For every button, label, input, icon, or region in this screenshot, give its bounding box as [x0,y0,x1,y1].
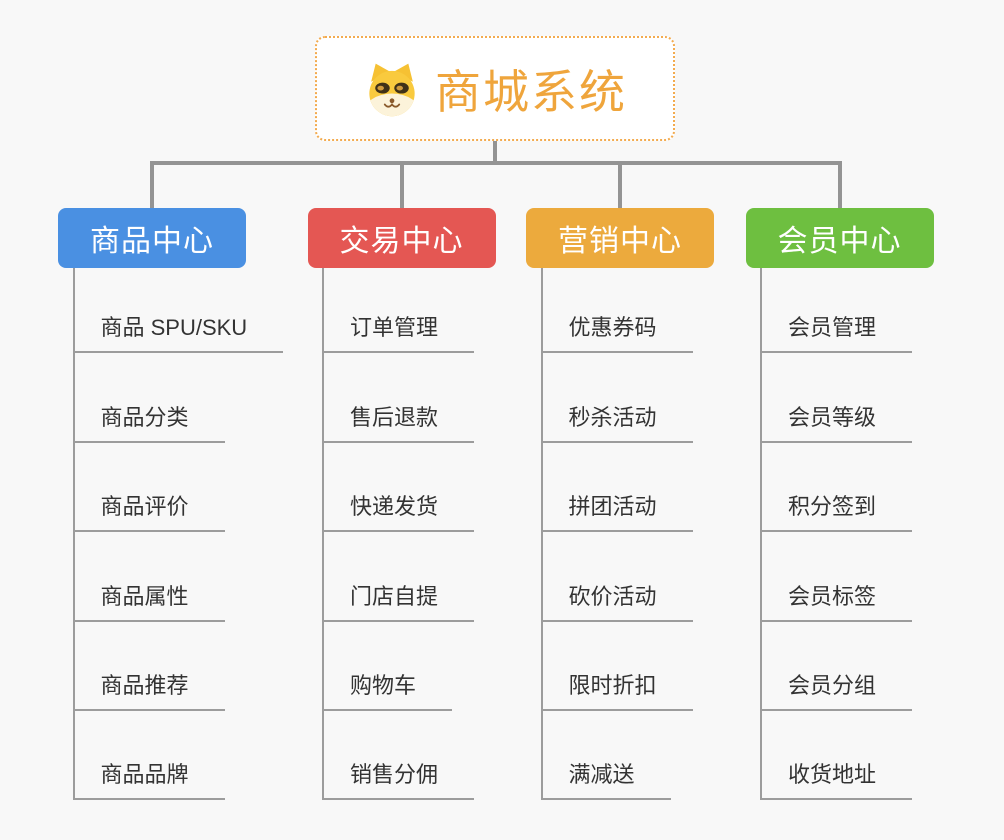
branch-item[interactable]: 优惠券码 [540,264,693,354]
branch-item[interactable]: 积分签到 [760,443,913,533]
branch-item-label: 订单管理 [322,310,475,354]
branch-item[interactable]: 商品 SPU/SKU [72,264,284,354]
branch-item[interactable]: 拼团活动 [540,443,693,533]
branch-item[interactable]: 满减送 [540,711,693,801]
branch-item-label: 商品品牌 [72,757,225,801]
branch-drop-line [399,161,404,208]
root-node[interactable]: 商城系统 [315,36,675,141]
branch-item-label: 秒杀活动 [540,400,693,443]
branch-item[interactable]: 商品推荐 [72,622,284,711]
branch-item-label: 优惠券码 [540,310,693,354]
branch-item-label: 收货地址 [760,757,913,801]
branch-item[interactable]: 会员等级 [760,353,913,443]
branch-item-label: 快递发货 [322,489,475,533]
horizontal-connector-line [150,161,842,165]
branch-item[interactable]: 会员分组 [760,622,913,711]
branch-item[interactable]: 购物车 [322,622,474,711]
branch-item-label: 商品评价 [72,489,225,533]
branch-item-label: 满减送 [540,757,671,801]
branch-item-column: 会员管理会员等级积分签到会员标签会员分组收货地址 [760,264,913,801]
branch-item[interactable]: 收货地址 [760,711,913,801]
branch-item-label: 商品推荐 [72,668,225,711]
branch-drop-line [618,161,622,208]
branch-item[interactable]: 快递发货 [322,443,475,533]
branch-box-2[interactable]: 营销中心 [526,208,714,268]
branch-spine-line [72,268,75,800]
branch-item[interactable]: 销售分佣 [322,711,475,801]
branch-item[interactable]: 会员管理 [760,264,913,354]
branch-item-label: 会员管理 [760,310,913,354]
branch-item-label: 砍价活动 [540,579,693,622]
branch-item-label: 销售分佣 [322,757,475,801]
branch-item-column: 商品 SPU/SKU 商品分类商品评价商品属性商品推荐商品品牌 [72,264,284,801]
branch-label: 商品中心 [90,225,214,258]
branch-spine-line [760,268,762,800]
branch-item[interactable]: 售后退款 [322,353,475,443]
root-stem-line [493,141,497,165]
branch-item-label: 售后退款 [322,400,475,443]
branch-item[interactable]: 商品属性 [72,532,284,622]
branch-item-label: 门店自提 [322,579,475,622]
branch-item-label: 拼团活动 [540,489,693,533]
branch-label: 交易中心 [339,225,464,258]
branch-item[interactable]: 门店自提 [322,532,475,622]
branch-drop-line [150,161,154,208]
branch-box-0[interactable]: 商品中心 [58,208,246,268]
branch-box-3[interactable]: 会员中心 [745,208,934,268]
root-title: 商城系统 [435,65,627,118]
branch-item[interactable]: 会员标签 [760,532,913,622]
branch-item-label: 会员分组 [760,668,913,711]
branch-label: 营销中心 [558,225,682,258]
branch-item[interactable]: 限时折扣 [540,622,693,711]
branch-item-label: 商品 SPU/SKU [72,310,284,354]
branch-item[interactable]: 商品品牌 [72,711,284,801]
branch-drop-line [837,161,842,208]
dog-face-icon [363,60,421,118]
branch-item[interactable]: 砍价活动 [540,532,693,622]
branch-box-1[interactable]: 交易中心 [307,208,496,268]
branch-item-column: 订单管理售后退款快递发货门店自提购物车销售分佣 [322,264,475,801]
branch-item[interactable]: 订单管理 [322,264,475,354]
branch-spine-line [540,268,543,800]
branch-item-label: 购物车 [322,668,453,711]
branch-item[interactable]: 商品评价 [72,443,284,533]
branch-spine-line [322,268,324,800]
branch-item-label: 积分签到 [760,489,913,533]
branch-item-label: 商品分类 [72,400,225,443]
branch-item-label: 会员等级 [760,400,913,443]
branch-item[interactable]: 商品分类 [72,353,284,443]
branch-item-column: 优惠券码秒杀活动拼团活动砍价活动限时折扣满减送 [540,264,693,801]
branch-item-label: 限时折扣 [540,668,693,711]
branch-item-label: 会员标签 [760,579,913,622]
branch-label: 会员中心 [777,225,902,258]
branch-item-label: 商品属性 [72,579,225,622]
branch-item[interactable]: 秒杀活动 [540,353,693,443]
